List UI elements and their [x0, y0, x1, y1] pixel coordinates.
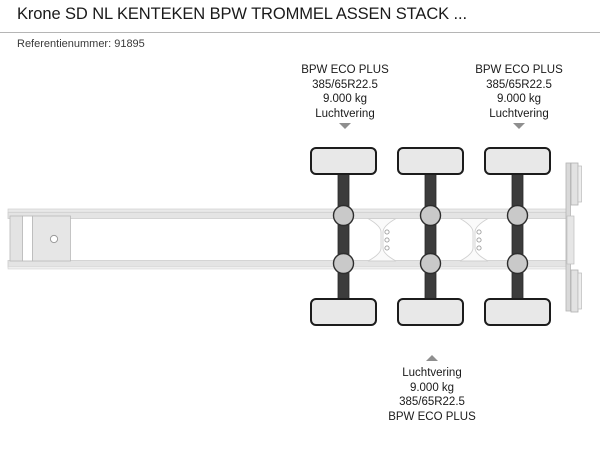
axle-assembly-1 — [310, 147, 377, 326]
caret-down-icon — [513, 123, 525, 129]
header-bar — [0, 0, 600, 33]
hub-top — [419, 204, 442, 227]
tire-bottom — [397, 298, 464, 326]
kingpin-icon — [49, 234, 59, 244]
axle-label-line: BPW ECO PLUS — [388, 410, 476, 423]
axle-label-line: 385/65R22.5 — [486, 78, 552, 91]
rear-bumper-assembly — [565, 162, 582, 313]
axle-assembly-3 — [484, 147, 551, 326]
hub-top — [332, 204, 355, 227]
frame-cutouts — [366, 218, 490, 262]
tire-bottom — [310, 298, 377, 326]
axle-label-line: Luchtvering — [315, 107, 375, 120]
caret-down-icon — [339, 123, 351, 129]
axle-label-line: 9.000 kg — [322, 93, 368, 106]
axle-label-line: 9.000 kg — [409, 381, 455, 394]
axle-label-line: 385/65R22.5 — [312, 78, 378, 91]
axle-shaft — [511, 162, 524, 314]
axle-shaft — [337, 162, 350, 314]
tire-bottom — [484, 298, 551, 326]
axle-label-line: 385/65R22.5 — [399, 396, 465, 409]
hub-top — [506, 204, 529, 227]
axle-label-line: Luchtvering — [489, 107, 549, 120]
axle-label-line: Luchtvering — [402, 367, 462, 379]
axle-shaft — [424, 162, 437, 314]
frame-bolt-holes — [384, 229, 482, 251]
axle-label-line: BPW ECO PLUS — [475, 64, 563, 76]
reference-number: Referentienummer: 91895 — [17, 38, 145, 50]
tire-top — [397, 147, 464, 175]
axle-label-1-top: BPW ECO PLUS 385/65R22.5 9.000 kg Luchtv… — [245, 63, 445, 121]
tire-top — [484, 147, 551, 175]
axle-label-3-top: BPW ECO PLUS 385/65R22.5 9.000 kg Luchtv… — [419, 63, 600, 121]
kingpin-plate — [9, 215, 71, 262]
hub-bottom — [332, 252, 355, 275]
hub-bottom — [419, 252, 442, 275]
tire-top — [310, 147, 377, 175]
axle-label-2-bottom: Luchtvering 9.000 kg 385/65R22.5 BPW ECO… — [332, 366, 532, 424]
hub-bottom — [506, 252, 529, 275]
axle-label-line: 9.000 kg — [496, 93, 542, 106]
page-title: Krone SD NL KENTEKEN BPW TROMMEL ASSEN S… — [17, 5, 467, 23]
axle-assembly-2 — [397, 147, 464, 326]
axle-label-line: BPW ECO PLUS — [301, 64, 389, 76]
caret-up-icon — [426, 355, 438, 361]
